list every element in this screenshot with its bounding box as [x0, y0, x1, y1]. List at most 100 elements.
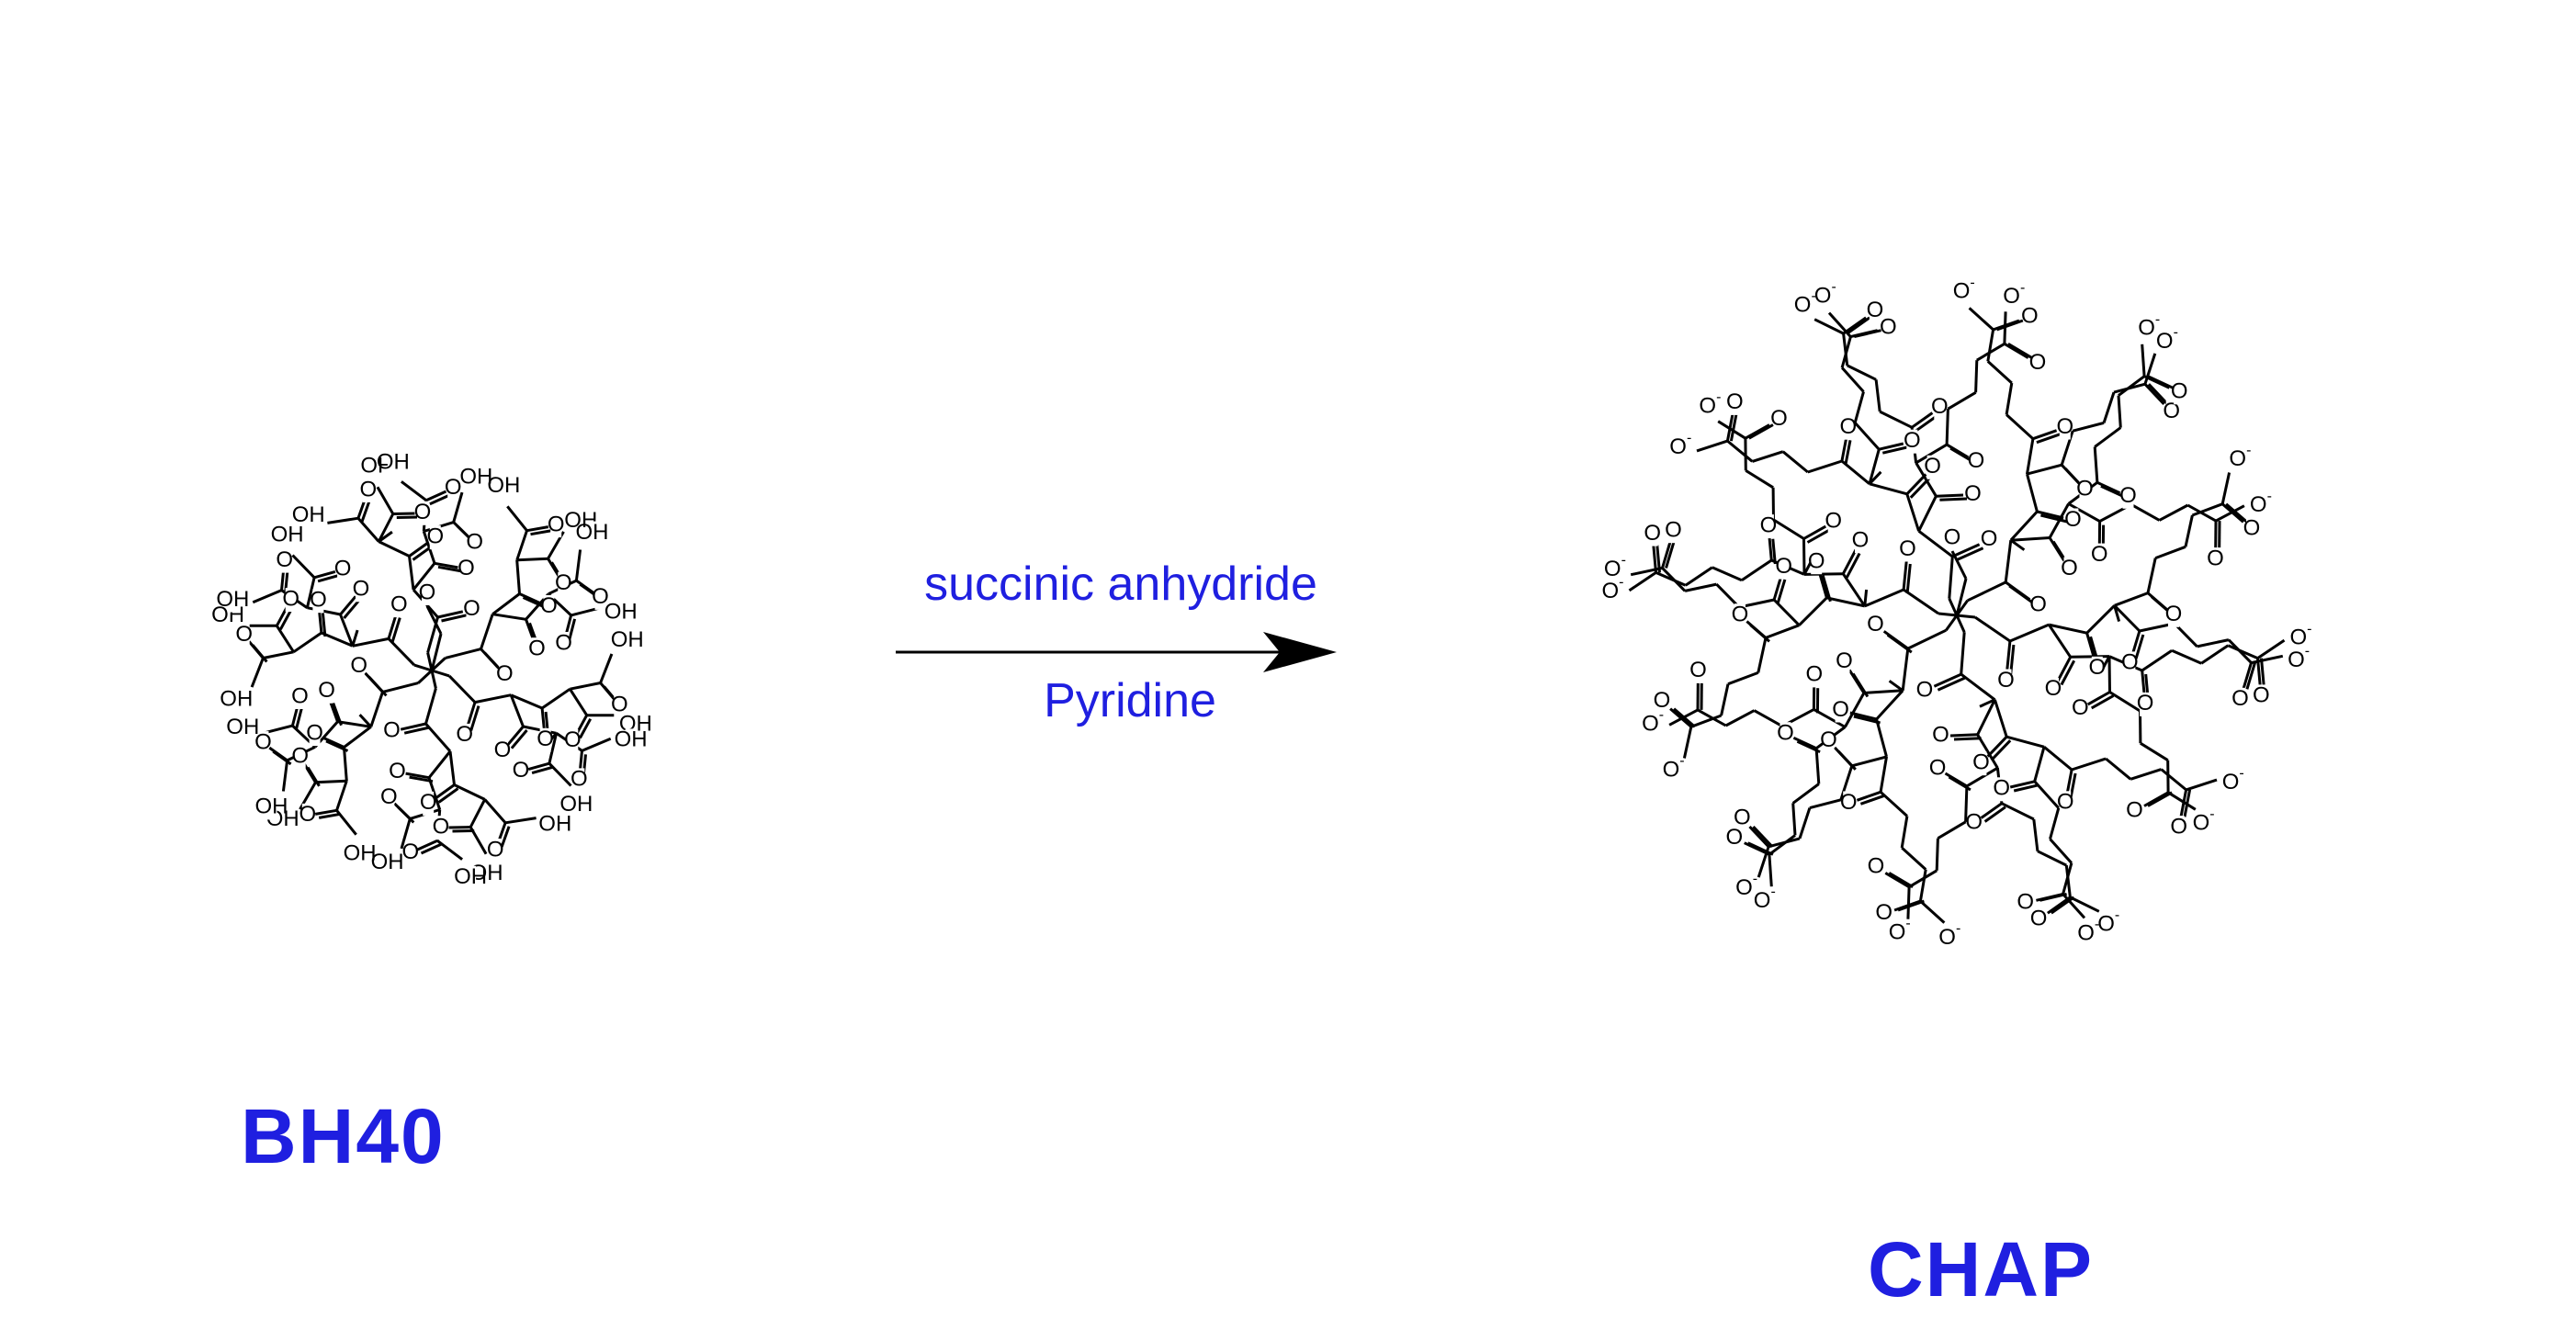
- atom-label: OH: [604, 599, 638, 624]
- bond: [425, 605, 443, 635]
- atom-label: O-: [2097, 907, 2119, 936]
- atom-label: O: [2045, 676, 2062, 701]
- bond: [1853, 391, 1865, 423]
- atom-label: O: [2088, 655, 2106, 680]
- bond: [1712, 566, 1743, 582]
- bond: [2227, 644, 2259, 659]
- bond: [1813, 708, 1847, 728]
- atom-label: O: [359, 477, 377, 501]
- bond: [1945, 409, 1949, 445]
- bond: [1968, 307, 1994, 332]
- bond: [506, 726, 525, 746]
- bond: [1919, 899, 1946, 924]
- bond: [408, 541, 430, 558]
- bond: [1949, 733, 1978, 738]
- atom-label: O: [466, 530, 483, 555]
- bond: [2043, 746, 2073, 772]
- atom-label: OH: [454, 864, 487, 889]
- bond: [1939, 497, 1968, 501]
- bond: [400, 722, 426, 731]
- atom-label: O-: [2250, 489, 2272, 517]
- bond: [2026, 473, 2039, 513]
- bond: [452, 829, 475, 833]
- bond: [1753, 709, 1783, 728]
- bond: [1729, 413, 1738, 442]
- bond: [1960, 672, 1996, 701]
- bond: [527, 761, 550, 772]
- bond: [2085, 632, 2096, 660]
- bond: [1751, 450, 1784, 463]
- bond: [1948, 598, 1959, 616]
- bond: [1772, 575, 1783, 601]
- bond: [400, 817, 412, 850]
- atom-label: O-: [2229, 443, 2251, 471]
- atom-label: O: [1825, 509, 1842, 534]
- atom-label: O: [310, 588, 327, 613]
- bond: [1765, 624, 1800, 639]
- bond: [1826, 596, 1866, 608]
- bond: [2013, 783, 2039, 793]
- bond: [409, 775, 434, 783]
- atom-label: O: [1725, 825, 1743, 850]
- bond: [2143, 353, 2157, 385]
- bond: [376, 486, 395, 515]
- bond: [2197, 638, 2230, 648]
- bond: [2256, 658, 2262, 686]
- bond: [2008, 584, 2035, 604]
- bond: [1897, 899, 1925, 912]
- bond: [2009, 510, 2039, 542]
- atom-label: O: [1732, 603, 1749, 627]
- bond: [420, 842, 442, 855]
- atom-label: O: [2091, 542, 2108, 567]
- bond: [2032, 429, 2058, 441]
- bond: [378, 530, 393, 543]
- atom-label: O: [2029, 592, 2047, 617]
- atom-label: O: [1924, 454, 1941, 479]
- bond: [1986, 329, 1995, 362]
- atom-label: OH: [538, 811, 571, 836]
- bond: [1863, 589, 1869, 607]
- bond: [1846, 316, 1870, 335]
- bond: [526, 525, 549, 533]
- atom-label: O: [276, 547, 293, 572]
- atom-label: O: [350, 653, 367, 678]
- atom-label: O: [1689, 658, 1707, 682]
- bond: [1717, 420, 1746, 440]
- bond: [1960, 632, 1966, 675]
- bond: [1841, 548, 1858, 575]
- atom-label: OH: [371, 850, 404, 874]
- bond: [2141, 670, 2146, 696]
- bond: [2032, 818, 2039, 851]
- atom-label: O: [1665, 518, 1682, 543]
- atom-label: O: [2171, 379, 2188, 404]
- bond: [2047, 896, 2072, 915]
- atom-label: O: [1836, 648, 1853, 673]
- bond: [437, 565, 462, 573]
- bond: [2191, 502, 2223, 517]
- bond: [427, 777, 442, 810]
- bond: [1684, 566, 1713, 587]
- atom-label: O: [540, 593, 558, 618]
- bond: [540, 707, 547, 732]
- bond: [2108, 691, 2141, 713]
- bond: [469, 705, 480, 731]
- atom-label: O: [1805, 662, 1823, 687]
- bond: [530, 529, 553, 536]
- bond: [2039, 892, 2067, 902]
- bond: [1655, 545, 1661, 573]
- bond: [1966, 766, 1999, 788]
- bond: [390, 617, 401, 643]
- bond: [1715, 583, 1741, 609]
- bond: [2242, 662, 2253, 690]
- bond: [2026, 438, 2035, 475]
- atom-label: O: [1932, 723, 1949, 748]
- atom-label: O: [1734, 806, 1751, 830]
- bond: [339, 614, 355, 647]
- bond: [1964, 785, 1969, 822]
- atom-label: O: [2231, 686, 2249, 711]
- atom-label: OH: [611, 627, 644, 652]
- bond: [574, 549, 582, 581]
- bond: [429, 493, 451, 506]
- bond: [1748, 423, 1774, 440]
- atom-label: O: [390, 592, 408, 616]
